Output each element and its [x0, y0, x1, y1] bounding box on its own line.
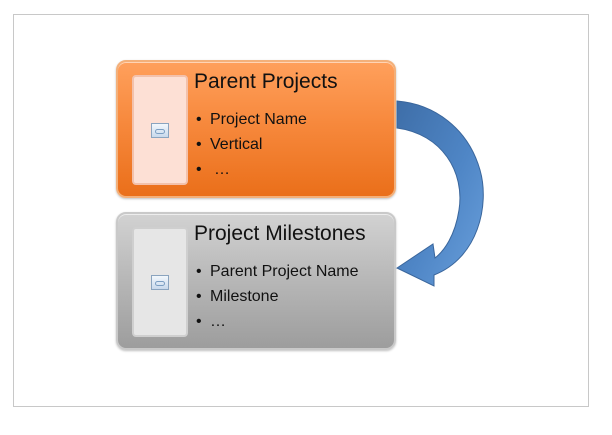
list-item: •…: [196, 313, 226, 330]
parent-projects-title: Parent Projects: [194, 70, 338, 93]
list-item: •Vertical: [196, 136, 263, 153]
list-item: •Milestone: [196, 288, 279, 305]
list-item: •Project Name: [196, 111, 307, 128]
image-placeholder-icon: [151, 122, 169, 138]
project-milestones-list: •Parent Project Name •Milestone •…: [196, 259, 359, 334]
parent-projects-card: Parent Projects •Project Name •Vertical …: [116, 60, 396, 198]
parent-projects-image: [132, 75, 188, 185]
list-item: •…: [196, 161, 230, 178]
project-milestones-card: Project Milestones •Parent Project Name …: [116, 212, 396, 350]
image-placeholder-icon: [151, 274, 169, 290]
list-item: •Parent Project Name: [196, 263, 359, 280]
project-milestones-title: Project Milestones: [194, 222, 366, 245]
project-milestones-image: [132, 227, 188, 337]
parent-projects-list: •Project Name •Vertical •…: [196, 107, 307, 182]
